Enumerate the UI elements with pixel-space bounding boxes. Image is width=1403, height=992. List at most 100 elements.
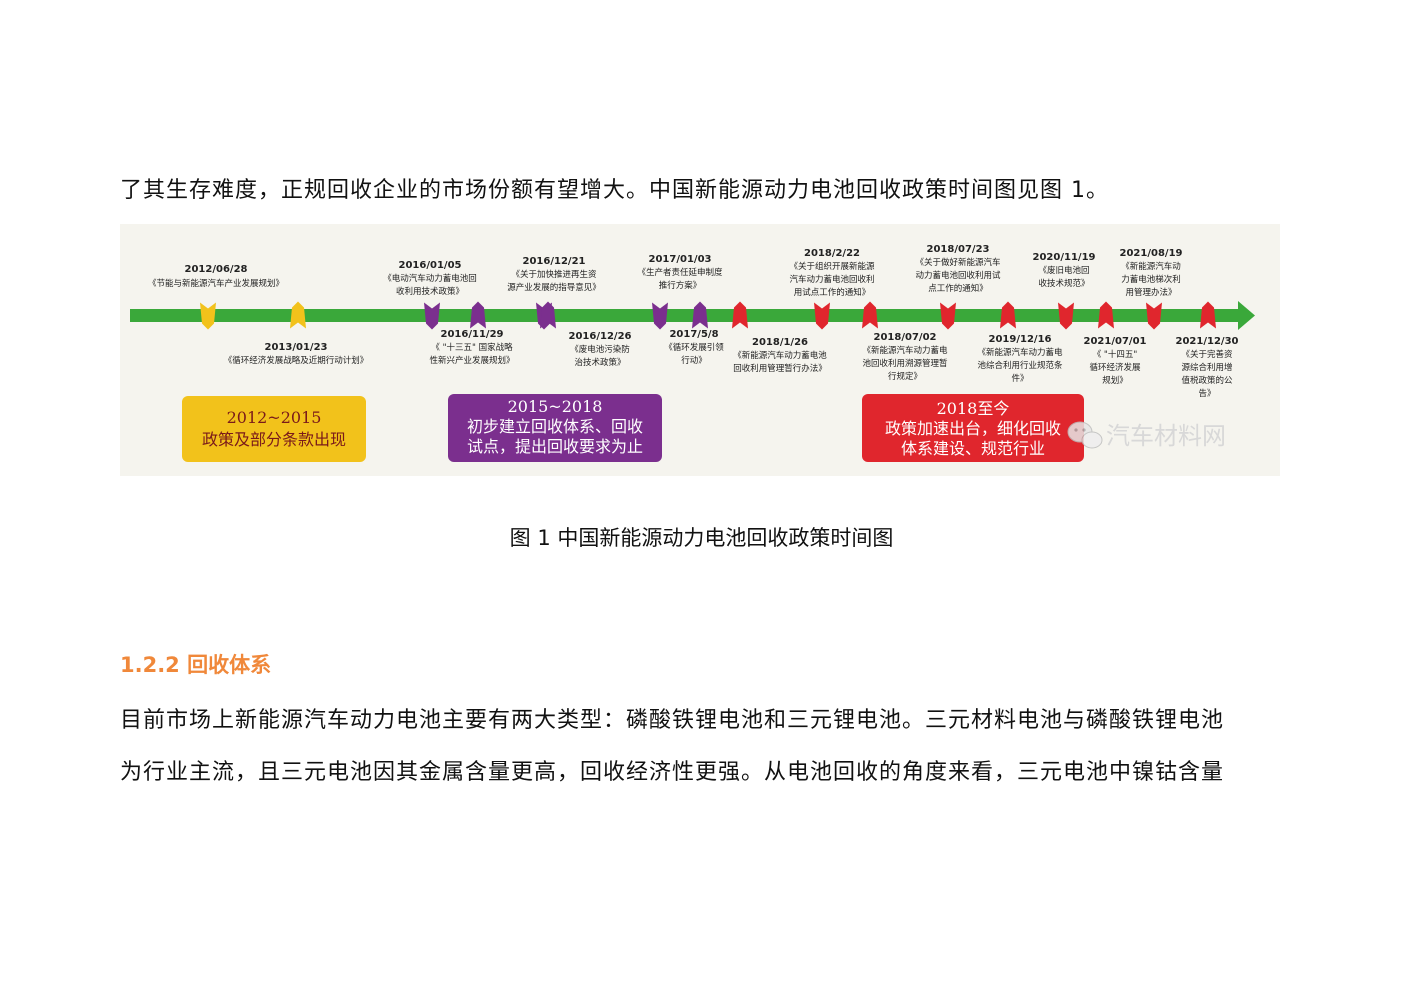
policy-timeline-figure: 2012/06/28 《节能与新能源汽车产业发展规划》 2016/01/05 《… xyxy=(120,224,1280,476)
timeline-marker xyxy=(692,301,708,329)
paragraph-body-2: 为行业主流，且三元电池因其金属含量更高，回收经济性更强。从电池回收的角度来看，三… xyxy=(120,760,1225,785)
figure-caption: 图 1 中国新能源动力电池回收政策时间图 xyxy=(509,526,894,550)
timeline-markers xyxy=(200,301,1216,330)
event-bottom-labels: 2013/01/23 《循环经济发展战略及近期行动计划》 2016/11/29 … xyxy=(224,329,1239,399)
section-heading: 1.2.2 回收体系 xyxy=(120,653,272,677)
event-desc: 《节能与新能源汽车产业发展规划》 xyxy=(148,278,284,289)
event-desc: 行规定》 xyxy=(888,371,922,382)
timeline-marker xyxy=(540,301,556,329)
event-desc: 治技术政策》 xyxy=(574,357,625,368)
event-date: 2020/11/19 xyxy=(1033,252,1096,263)
event-date: 2021/08/19 xyxy=(1120,248,1183,259)
event-desc: 件》 xyxy=(1011,373,1028,384)
event-desc: 行动》 xyxy=(681,355,707,366)
event-desc: 《废旧电池回 xyxy=(1038,265,1089,276)
event-top: 2016/12/21 《关于加快推进再生资 源产业发展的指导意见》 xyxy=(507,256,601,293)
event-desc: 收利用技术政策》 xyxy=(396,286,464,297)
timeline-marker xyxy=(1000,301,1016,329)
watermark-text: 汽车材料网 xyxy=(1106,422,1226,450)
event-desc: 《废电池污染防 xyxy=(570,344,630,355)
watermark: 汽车材料网 xyxy=(1067,421,1226,450)
phase-box-bg xyxy=(862,394,1084,462)
event-top: 2021/08/19 《新能源汽车动 力蓄电池梯次利 用管理办法》 xyxy=(1120,248,1183,298)
timeline-marker xyxy=(732,301,748,329)
event-date: 2016/11/29 xyxy=(441,329,504,340)
event-desc: 《新能源汽车动 xyxy=(1121,261,1181,272)
event-date: 2018/07/23 xyxy=(927,244,990,255)
phase-title: 2015~2018 xyxy=(508,397,603,416)
event-date: 2016/01/05 xyxy=(399,260,462,271)
timeline-marker xyxy=(652,302,668,330)
event-desc: 用试点工作的通知》 xyxy=(794,287,871,298)
timeline-marker xyxy=(470,301,486,329)
event-date: 2017/01/03 xyxy=(649,254,712,265)
event-date: 2017/5/8 xyxy=(669,329,718,340)
event-desc: 《新能源汽车动力蓄电池 xyxy=(733,350,827,361)
event-desc: 《关于加快推进再生资 xyxy=(511,269,597,280)
phase-box-bg xyxy=(182,396,366,462)
event-desc: 回收利用管理暂行办法》 xyxy=(733,363,827,374)
event-top: 2016/01/05 《电动汽车动力蓄电池回 收利用技术政策》 xyxy=(383,260,477,297)
phase-text: 政策及部分条款出现 xyxy=(202,430,346,449)
event-desc: 动力蓄电池回收利用试 xyxy=(915,270,1001,281)
event-desc: 用管理办法》 xyxy=(1125,287,1176,298)
paragraph-intro: 了其生存难度，正规回收企业的市场份额有望增大。中国新能源动力电池回收政策时间图见… xyxy=(120,178,1109,203)
timeline-marker xyxy=(940,302,956,330)
event-desc: 《电动汽车动力蓄电池回 xyxy=(383,273,477,284)
event-desc: 循环经济发展 xyxy=(1089,362,1141,373)
event-desc: 源产业发展的指导意见》 xyxy=(507,282,601,293)
paragraph-body-1: 目前市场上新能源汽车动力电池主要有两大类型：磷酸铁锂电池和三元锂电池。三元材料电… xyxy=(120,708,1225,733)
event-desc: 《新能源汽车动力蓄电 xyxy=(862,345,948,356)
event-date: 2016/12/21 xyxy=(523,256,586,267)
timeline-marker xyxy=(1146,302,1162,330)
event-desc: 《关于完善资 xyxy=(1181,349,1233,360)
phase-text-line-1: 政策加速出台，细化回收 xyxy=(885,419,1061,438)
event-desc: 值税政策的公 xyxy=(1181,375,1233,386)
event-top: 2018/07/23 《关于做好新能源汽车 动力蓄电池回收利用试 点工作的通知》 xyxy=(915,244,1001,294)
phase-text-line-2: 试点，提出回收要求为止 xyxy=(467,437,643,456)
event-desc: 《 "十四五" xyxy=(1093,349,1138,360)
event-desc: 《新能源汽车动力蓄电 xyxy=(977,347,1063,358)
event-top: 2012/06/28 《节能与新能源汽车产业发展规划》 xyxy=(148,264,284,289)
event-date: 2012/06/28 xyxy=(185,264,248,275)
event-desc: 《循环发展引领 xyxy=(664,342,724,353)
phase-text-line-1: 初步建立回收体系、回收 xyxy=(467,417,643,436)
phase-title: 2018至今 xyxy=(937,399,1010,418)
event-date: 2019/12/16 xyxy=(989,334,1052,345)
event-desc: 《关于做好新能源汽车 xyxy=(915,257,1000,268)
event-desc: 性新兴产业发展规划》 xyxy=(429,355,514,366)
event-top: 2020/11/19 《废旧电池回 收技术规范》 xyxy=(1033,252,1096,289)
event-date: 2021/07/01 xyxy=(1084,336,1147,347)
timeline-svg: 2012/06/28 《节能与新能源汽车产业发展规划》 2016/01/05 《… xyxy=(130,244,1255,462)
event-date: 2018/1/26 xyxy=(752,337,808,348)
event-desc: 收技术规范》 xyxy=(1038,278,1089,289)
event-desc: 池综合利用行业规范条 xyxy=(977,360,1063,371)
phase-title: 2012~2015 xyxy=(227,408,322,427)
event-desc: 《 "十三五" 国家战略 xyxy=(431,342,513,353)
timeline-marker xyxy=(814,302,830,330)
phase-text-line-2: 体系建设、规范行业 xyxy=(901,439,1045,458)
event-desc: 《循环经济发展战略及近期行动计划》 xyxy=(224,355,369,366)
timeline-bar xyxy=(130,309,1240,322)
event-desc: 力蓄电池梯次利 xyxy=(1121,274,1181,285)
event-desc: 《关于组织开展新能源 xyxy=(789,261,875,272)
event-date: 2021/12/30 xyxy=(1176,336,1239,347)
timeline-marker xyxy=(200,302,216,330)
event-desc: 规划》 xyxy=(1102,375,1128,386)
event-desc: 告》 xyxy=(1198,388,1215,399)
event-desc: 池回收利用溯源管理暂 xyxy=(862,358,948,369)
event-date: 2016/12/26 xyxy=(569,331,632,342)
timeline-marker xyxy=(862,301,878,329)
timeline-marker xyxy=(1058,302,1074,330)
event-date: 2013/01/23 xyxy=(265,342,328,353)
event-desc: 推行方案》 xyxy=(659,280,702,291)
event-desc: 源综合利用增 xyxy=(1181,362,1232,373)
timeline-arrowhead xyxy=(1238,301,1255,330)
event-desc: 点工作的通知》 xyxy=(928,283,988,294)
timeline-marker xyxy=(290,301,306,329)
event-date: 2018/2/22 xyxy=(804,248,860,259)
wechat-icon xyxy=(1067,421,1103,449)
event-top: 2017/01/03 《生产者责任延申制度 推行方案》 xyxy=(637,254,723,291)
event-top: 2018/2/22 《关于组织开展新能源 汽车动力蓄电池回收利 用试点工作的通知… xyxy=(789,248,875,298)
phase-box: 2018至今 政策加速出台，细化回收 体系建设、规范行业 xyxy=(862,394,1084,462)
